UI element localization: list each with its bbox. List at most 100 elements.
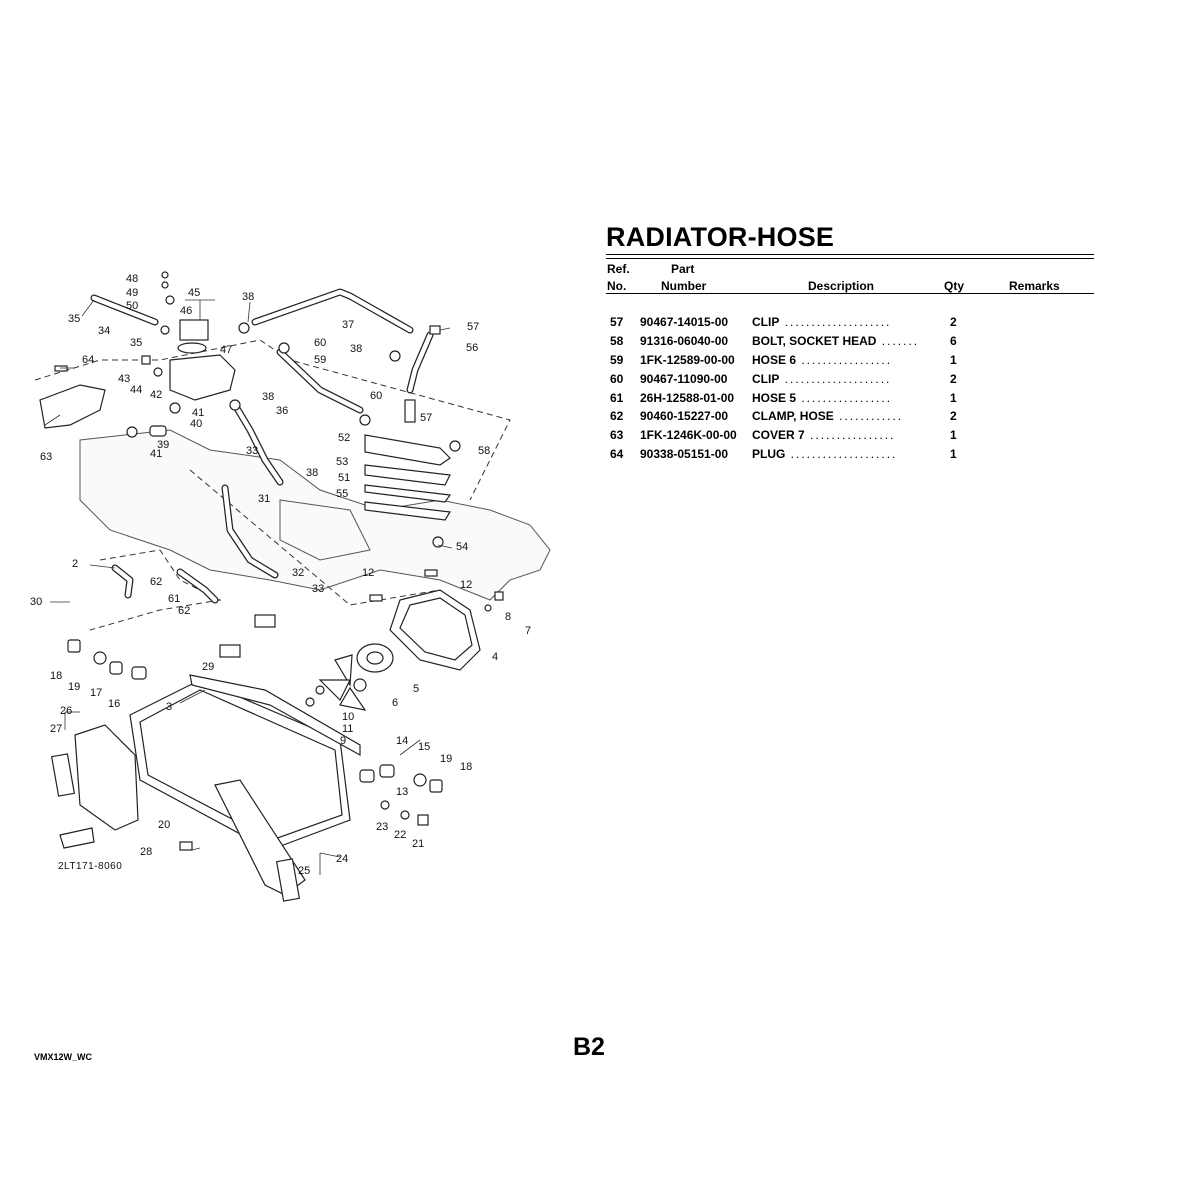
leader-dots: ................. [796, 390, 893, 405]
part-description: CLIP .................... [752, 313, 942, 332]
hose-37 [251, 288, 414, 334]
svg-text:57: 57 [420, 412, 432, 424]
svg-text:54: 54 [456, 541, 468, 553]
exploded-parts-diagram: FWD 48 [30, 271, 551, 902]
part-qty-text: 1 [950, 390, 957, 405]
svg-text:31: 31 [258, 493, 270, 505]
svg-text:57: 57 [467, 321, 479, 333]
svg-text:55: 55 [336, 488, 348, 500]
svg-text:39: 39 [157, 439, 169, 451]
svg-text:34: 34 [98, 325, 110, 337]
part-number-text: 91316-06040-00 [640, 334, 729, 349]
part-qty-text: 6 [950, 334, 957, 349]
radiator-core: FWD [50, 674, 361, 902]
svg-text:61: 61 [168, 593, 180, 605]
part-qty-text: 1 [950, 446, 957, 461]
part-ref-no-text: 64 [610, 446, 624, 461]
svg-text:63: 63 [40, 451, 52, 463]
svg-text:38: 38 [306, 467, 318, 479]
part-ref-no: 62 [606, 407, 640, 426]
svg-text:33: 33 [246, 445, 258, 457]
svg-text:41: 41 [150, 448, 162, 460]
part-qty: 1 [942, 445, 990, 464]
part-qty: 2 [942, 407, 990, 426]
svg-text:18: 18 [50, 670, 62, 682]
svg-text:48: 48 [126, 273, 138, 285]
svg-text:8: 8 [505, 611, 511, 623]
part-ref-no-text: 60 [610, 371, 624, 386]
part-ref-no-text: 57 [610, 315, 624, 330]
leader-dots: .................... [779, 371, 892, 386]
hose-31 [221, 484, 279, 579]
part-ref-no-text: 62 [610, 409, 624, 424]
svg-text:35: 35 [130, 337, 142, 349]
page-number: B2 [573, 1033, 605, 1061]
svg-text:2: 2 [72, 558, 78, 570]
svg-text:19: 19 [68, 681, 80, 693]
part-number: 90338-05151-00 [640, 445, 752, 464]
part-ref-no: 57 [606, 313, 640, 332]
pipe-joint-assembly [229, 322, 461, 548]
part-ref-no-text: 63 [610, 428, 624, 443]
part-ref-no: 58 [606, 332, 640, 351]
svg-text:62: 62 [150, 576, 162, 588]
hose-2 [111, 564, 134, 599]
header-remarks: Remarks [1009, 279, 1060, 293]
part-number: 26H-12588-01-00 [640, 388, 752, 407]
header-part-number: Number [661, 279, 707, 293]
part-number: 90467-11090-00 [640, 369, 752, 388]
leader-dots: ................ [804, 428, 896, 443]
svg-text:46: 46 [180, 305, 192, 317]
svg-text:20: 20 [158, 819, 170, 831]
part-number: 90460-15227-00 [640, 407, 752, 426]
hose-36 [231, 401, 284, 486]
svg-text:17: 17 [90, 687, 102, 699]
svg-text:22: 22 [394, 829, 406, 841]
svg-text:47: 47 [220, 344, 232, 356]
svg-text:38: 38 [350, 343, 362, 355]
leader-dots: ....... [876, 334, 920, 349]
hose-59 [276, 348, 364, 414]
part-description: BOLT, SOCKET HEAD ....... [752, 332, 942, 351]
svg-text:19: 19 [440, 753, 452, 765]
svg-text:60: 60 [314, 337, 326, 349]
part-number-text: 26H-12588-01-00 [640, 390, 735, 405]
hose-34 [90, 294, 159, 326]
part-description: COVER 7 ................ [752, 426, 942, 445]
svg-text:32: 32 [292, 567, 304, 579]
header-ref: Ref. [607, 262, 630, 276]
plug-64 [54, 365, 68, 372]
part-ref-no: 64 [606, 445, 640, 464]
part-qty: 1 [942, 351, 990, 370]
svg-text:7: 7 [525, 625, 531, 637]
part-description-text: CLIP [752, 315, 780, 330]
part-ref-no-text: 61 [610, 390, 624, 405]
part-qty: 6 [942, 332, 990, 351]
part-number-text: 90460-15227-00 [640, 409, 729, 424]
leader-dots: ................. [796, 352, 893, 367]
fwd-arrow-label: FWD [66, 838, 82, 845]
svg-text:12: 12 [362, 567, 374, 579]
svg-text:4: 4 [492, 651, 498, 663]
header-ref-no: No. [607, 279, 627, 293]
page-title: RADIATOR-HOSE [606, 222, 835, 252]
part-qty-text: 2 [950, 409, 957, 424]
part-description: PLUG .................... [752, 445, 942, 464]
svg-text:45: 45 [188, 287, 200, 299]
svg-text:62: 62 [178, 605, 190, 617]
svg-text:26: 26 [60, 705, 72, 717]
part-qty-text: 2 [950, 315, 957, 330]
svg-text:12: 12 [460, 579, 472, 591]
part-qty-text: 1 [950, 352, 957, 367]
part-number: 91316-06040-00 [640, 332, 752, 351]
part-description-text: COVER 7 [752, 428, 805, 443]
part-qty-text: 1 [950, 428, 957, 443]
svg-text:25: 25 [298, 865, 310, 877]
svg-text:15: 15 [418, 741, 430, 753]
